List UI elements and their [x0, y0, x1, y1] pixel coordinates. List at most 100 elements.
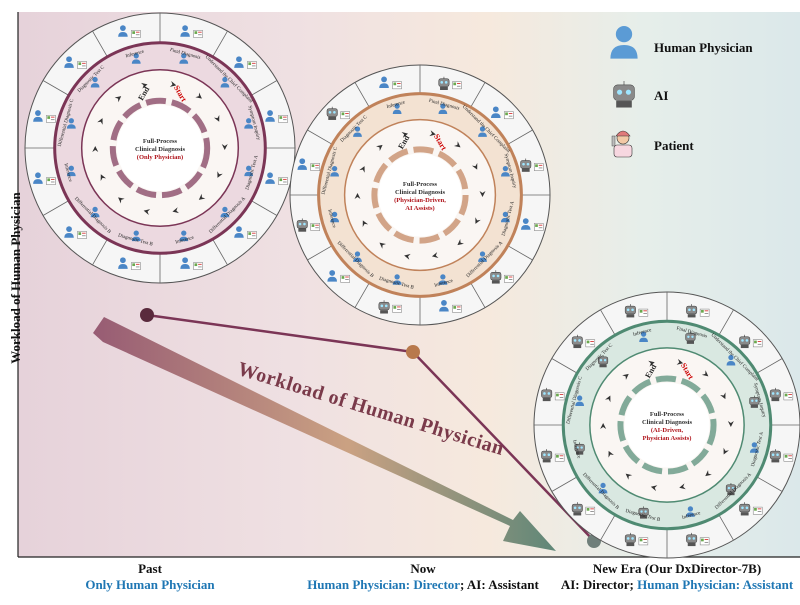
robot-icon [725, 482, 737, 496]
robot-icon [520, 158, 532, 172]
human-physician-icon [330, 211, 340, 223]
legend-item-ai: AI [602, 76, 792, 116]
test-illustration-icon [638, 537, 649, 546]
robot-icon [686, 304, 698, 318]
segment-divider [354, 82, 370, 108]
robot-icon [541, 387, 553, 402]
test-illustration-icon [193, 262, 203, 270]
human-physician-icon [118, 257, 128, 269]
test-illustration-icon [504, 274, 514, 283]
human-physician-icon [131, 230, 141, 242]
segment-divider [600, 309, 616, 336]
segment-divider [42, 80, 70, 96]
test-illustration-icon [504, 111, 514, 120]
human-physician-icon [265, 172, 275, 184]
human-physician-icon [33, 172, 43, 184]
test-illustration-icon [131, 262, 141, 270]
era-separator: ; [629, 577, 638, 592]
step-label: Inference [434, 279, 454, 289]
flow-chevron [727, 421, 734, 427]
robot-icon [749, 395, 760, 408]
era-separator: ; [460, 577, 467, 592]
robot-icon [490, 270, 502, 284]
cycle-arrows [371, 146, 469, 244]
flow-chevron [401, 132, 409, 138]
wheel-center-text: Clinical Diagnosis [135, 146, 185, 153]
era-title: Now [410, 561, 436, 576]
robot-icon [378, 300, 390, 314]
workload-decrease-arrow [93, 317, 556, 551]
robot-icon [686, 532, 698, 547]
human-physician-icon [90, 206, 100, 218]
step-label: Inference [633, 328, 653, 338]
legend-label: Patient [654, 138, 694, 153]
human-physician-icon [379, 76, 389, 89]
human-physician-icon [33, 110, 43, 122]
wheel-center-text: Full-Process [143, 138, 178, 145]
flow-chevron [723, 447, 729, 455]
human-physician-icon [610, 25, 638, 59]
human-physician-icon [234, 226, 244, 238]
robot-icon [571, 502, 583, 516]
flow-chevron [195, 92, 202, 99]
flow-chevron [354, 193, 361, 199]
flow-chevron [457, 239, 464, 246]
segment-divider [551, 476, 578, 492]
flow-chevron [701, 370, 709, 377]
robot-icon [541, 449, 553, 463]
flow-chevron [705, 470, 712, 477]
test-illustration-icon [699, 537, 710, 546]
flow-chevron [471, 162, 478, 170]
legend-item-patient: Patient [602, 126, 792, 166]
flow-chevron [143, 209, 151, 215]
test-illustration-icon [585, 506, 596, 515]
era-now: Now Human Physician: Director; AI: Assis… [288, 561, 558, 593]
segment-divider [92, 238, 108, 266]
flow-chevron [605, 395, 611, 403]
test-illustration-icon [193, 30, 203, 38]
era-title: Past [138, 561, 162, 576]
robot-icon [613, 81, 635, 108]
human-physician-icon [438, 103, 448, 115]
flow-chevron [431, 252, 439, 258]
human-physician-icon [180, 25, 190, 37]
test-illustration-icon [534, 163, 544, 171]
human-physician-icon [234, 56, 244, 68]
flow-chevron [453, 141, 461, 148]
segment-divider [92, 30, 108, 58]
test-illustration-icon [247, 61, 257, 69]
robot-icon [638, 506, 649, 519]
robot-icon [769, 449, 781, 463]
era-role-director: Human Physician: Director [307, 577, 461, 592]
human-physician-icon [392, 103, 402, 115]
step-label: Inference [682, 511, 702, 521]
human-physician-icon [244, 165, 254, 177]
human-physician-icon [66, 118, 76, 129]
test-illustration-icon [783, 392, 794, 401]
robot-icon [739, 334, 751, 349]
human-physician-icon [179, 53, 189, 64]
robot-icon [624, 304, 636, 318]
flow-chevron [198, 193, 206, 200]
test-illustration-icon [46, 177, 56, 185]
flow-chevron [625, 473, 633, 480]
trend-point-now [406, 345, 420, 359]
segment-divider [212, 30, 228, 58]
segment-divider [507, 129, 533, 145]
human-physician-icon [179, 230, 189, 242]
flow-chevron [600, 423, 607, 429]
test-illustration-icon [340, 274, 350, 283]
human-physician-icon [220, 206, 230, 218]
flow-chevron [475, 217, 481, 224]
era-past: Past Only Human Physician [80, 561, 220, 593]
robot-icon [326, 106, 338, 120]
human-physician-icon [392, 274, 402, 285]
robot-icon [739, 502, 751, 516]
human-physician-icon [491, 106, 501, 118]
segment-divider [42, 200, 70, 216]
wheel-center-text: AI Assists) [405, 205, 434, 212]
test-illustration-icon [534, 223, 544, 231]
